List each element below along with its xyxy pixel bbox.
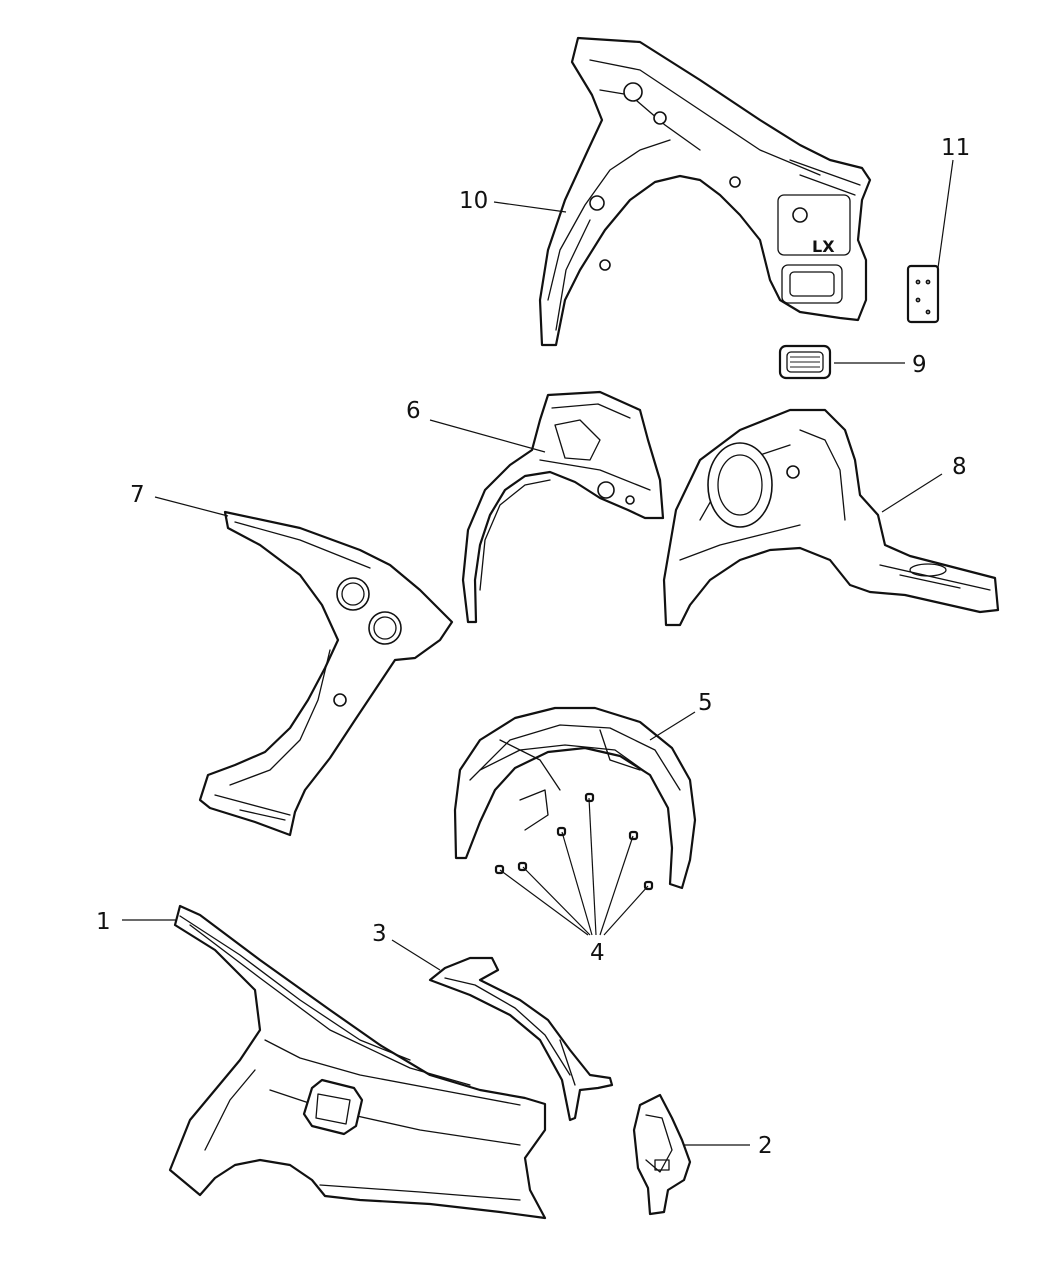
callout-4: 4 [590, 940, 605, 966]
callout-10: 10 [459, 188, 488, 214]
part-4-fastener [556, 826, 567, 837]
part-10-inner-quarter-panel: LX [538, 36, 872, 347]
leader-6 [429, 419, 546, 453]
part-7-body-side-aperture [198, 510, 454, 837]
leader-4d [588, 797, 597, 936]
part-2-bracket [632, 1093, 692, 1216]
callout-3: 3 [372, 921, 387, 947]
part-8-wheelhouse [662, 408, 1000, 627]
callout-2: 2 [758, 1133, 773, 1159]
leader-4b [522, 866, 591, 936]
part-4-fastener [628, 830, 639, 841]
part-10-lx-stamp: LX [812, 237, 835, 256]
part-11-plate [906, 264, 940, 324]
leader-4a [499, 869, 589, 936]
leader-3 [391, 939, 441, 971]
leader-10 [493, 201, 567, 213]
leader-11 [937, 159, 954, 269]
leader-5 [649, 711, 696, 741]
leader-7 [154, 496, 229, 517]
leader-4e [599, 835, 634, 936]
leader-lines [122, 159, 954, 1146]
callout-labels: 1 2 3 4 5 6 7 8 9 10 11 [96, 135, 970, 1159]
part-1-quarter-panel [168, 904, 547, 1220]
leader-8 [881, 473, 943, 513]
callout-9: 9 [912, 352, 927, 378]
callout-7: 7 [130, 482, 145, 508]
part-6-wheelhouse-extension [461, 390, 665, 624]
callout-8: 8 [952, 454, 967, 480]
callout-6: 6 [406, 398, 421, 424]
leader-4f [603, 885, 649, 936]
part-3-reinforcement [428, 956, 614, 1122]
part-5-wheelhouse-liner [453, 706, 697, 891]
callout-5: 5 [698, 690, 713, 716]
callout-11: 11 [941, 135, 970, 161]
leader-4c [561, 831, 593, 936]
part-9-pad [778, 344, 832, 380]
callout-1: 1 [96, 909, 111, 935]
